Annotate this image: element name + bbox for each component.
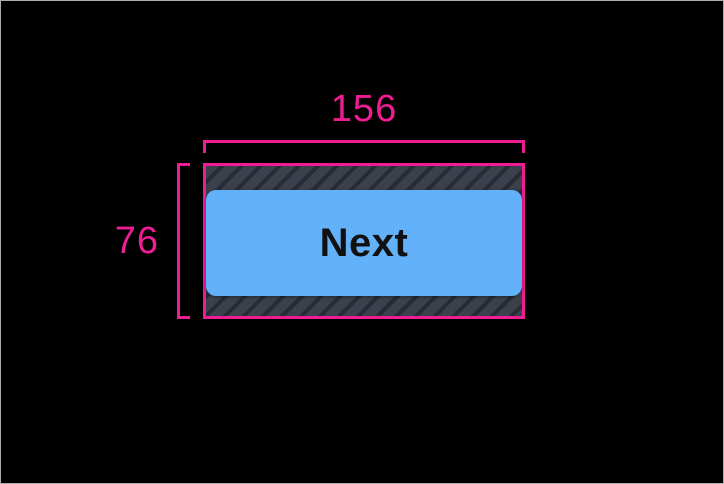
next-button[interactable]: Next bbox=[206, 190, 522, 296]
height-dimension-bracket bbox=[177, 163, 190, 319]
width-dimension-label: 156 bbox=[330, 88, 398, 130]
width-dimension-bracket bbox=[203, 140, 525, 153]
height-dimension-label: 76 bbox=[114, 220, 159, 262]
tap-target-region: Next bbox=[203, 163, 525, 319]
